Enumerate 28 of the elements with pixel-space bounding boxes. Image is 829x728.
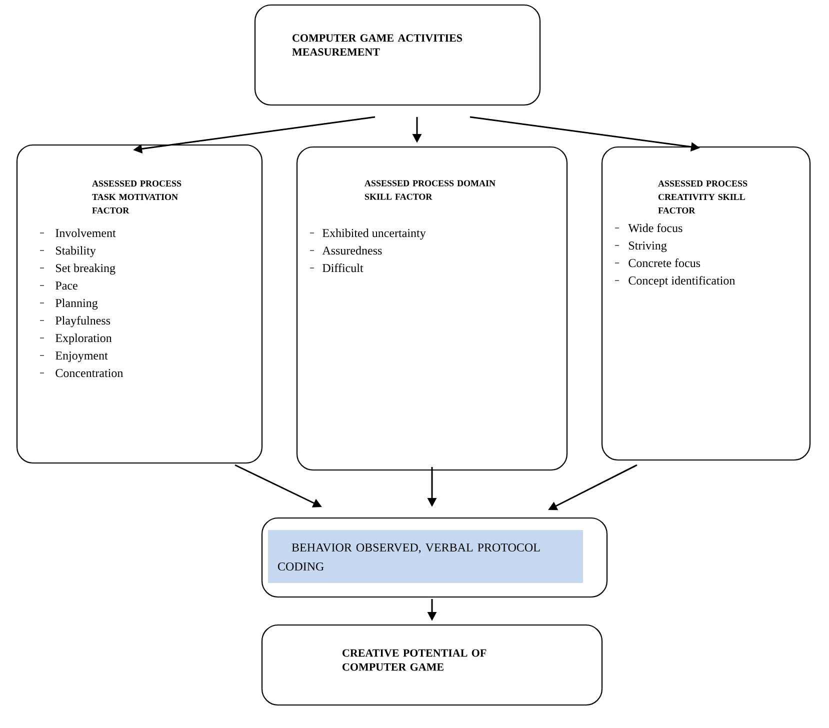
box-title: CREATIVE POTENTIAL OF COMPUTER GAME (342, 649, 486, 671)
process-box (601, 146, 811, 461)
process-box (254, 4, 541, 106)
list-item: Pace (56, 282, 78, 290)
list-item: Concept identification (628, 276, 736, 288)
list-item: Playfulness (56, 316, 110, 328)
box-text: BEHAVIOR OBSERVED, VERBAL PROTOCOL CODING (278, 543, 540, 571)
process-box (261, 517, 608, 598)
process-box (296, 146, 568, 471)
box-title: COMPUTER GAME ACTIVITIES MEASUREMENT (292, 34, 462, 56)
box-heading: ASSESSED PROCESS TASK MOTIVATION FACTOR (92, 180, 182, 214)
list-item: Set breaking (56, 264, 116, 275)
process-box (16, 144, 263, 464)
list-item: Planning (56, 298, 98, 310)
list-item: Enjoyment (56, 352, 108, 362)
list-item: Exhibited uncertainty (322, 228, 426, 240)
list-item: Concentration (56, 369, 123, 378)
list-item: Striving (629, 242, 667, 252)
box-heading: ASSESSED PROCESS DOMAIN SKILL FACTOR (364, 180, 496, 200)
list-item: Difficult (322, 264, 364, 272)
box-heading: ASSESSED PROCESS CREATIVITY SKILL FACTOR (658, 180, 748, 214)
list-item: Exploration (56, 334, 112, 345)
process-box (261, 624, 603, 706)
list-item: Involvement (56, 228, 116, 238)
list-item: Stability (56, 246, 96, 258)
list-item: Wide focus (628, 224, 682, 232)
list-item: Assuredness (322, 246, 382, 255)
list-item: Concrete focus (628, 258, 700, 268)
